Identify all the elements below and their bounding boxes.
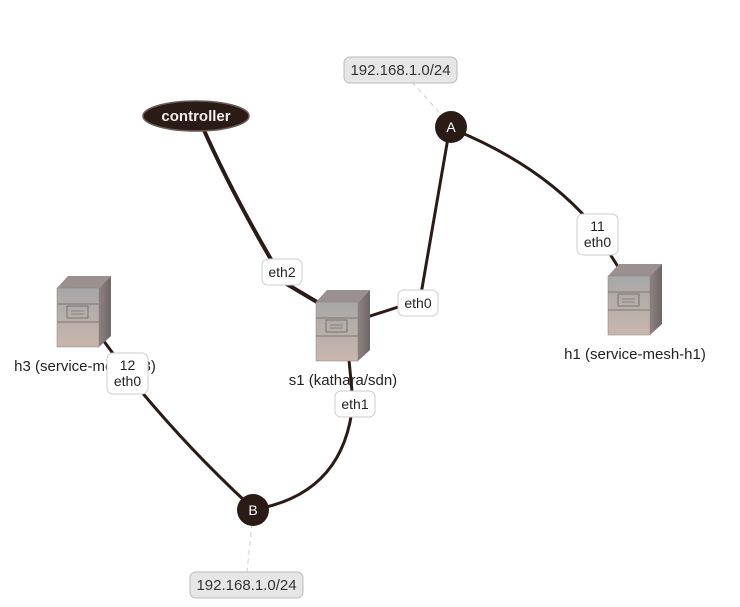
network-bottom-text: 192.168.1.0/24: [196, 577, 296, 594]
switch-b-node[interactable]: B: [237, 494, 269, 526]
host-s1-node[interactable]: s1 (kathara/sdn): [289, 290, 397, 389]
port-label-s1-eth0[interactable]: eth0: [397, 289, 439, 317]
port-s1-eth0-text: eth0: [404, 295, 431, 311]
port-label-s1-eth1[interactable]: eth1: [334, 390, 376, 418]
port-h3-eth0-text: eth0: [114, 373, 141, 389]
switch-a-node[interactable]: A: [435, 111, 467, 143]
network-top-text: 192.168.1.0/24: [350, 62, 450, 79]
controller-label: controller: [161, 108, 230, 125]
port-label-s1-eth2[interactable]: eth2: [261, 258, 303, 286]
port-h1-number-text: 11: [590, 218, 605, 234]
switch-b-label: B: [248, 502, 257, 518]
network-label-bottom[interactable]: 192.168.1.0/24: [189, 571, 304, 599]
host-s1-label: s1 (kathara/sdn): [289, 372, 397, 389]
port-s1-eth2-text: eth2: [268, 264, 295, 280]
server-icon: [607, 264, 662, 336]
dashed-link-bottom-network: [246, 522, 253, 573]
network-label-top[interactable]: 192.168.1.0/24: [343, 56, 458, 84]
port-label-h1-eth0[interactable]: 11 eth0: [576, 213, 619, 256]
controller-node[interactable]: controller: [142, 100, 250, 132]
port-label-h3-eth0[interactable]: 12 eth0: [106, 352, 149, 395]
port-s1-eth1-text: eth1: [341, 396, 368, 412]
host-h1-label: h1 (service-mesh-h1): [564, 346, 706, 363]
server-icon: [315, 290, 370, 362]
port-h1-eth0-text: eth0: [584, 234, 611, 250]
link-b-h3[interactable]: [101, 339, 249, 505]
port-h3-number-text: 12: [120, 357, 136, 373]
server-icon: [56, 276, 111, 348]
host-h1-node[interactable]: h1 (service-mesh-h1): [564, 264, 706, 363]
dashed-link-top-network: [411, 81, 447, 121]
switch-a-label: A: [446, 119, 456, 135]
